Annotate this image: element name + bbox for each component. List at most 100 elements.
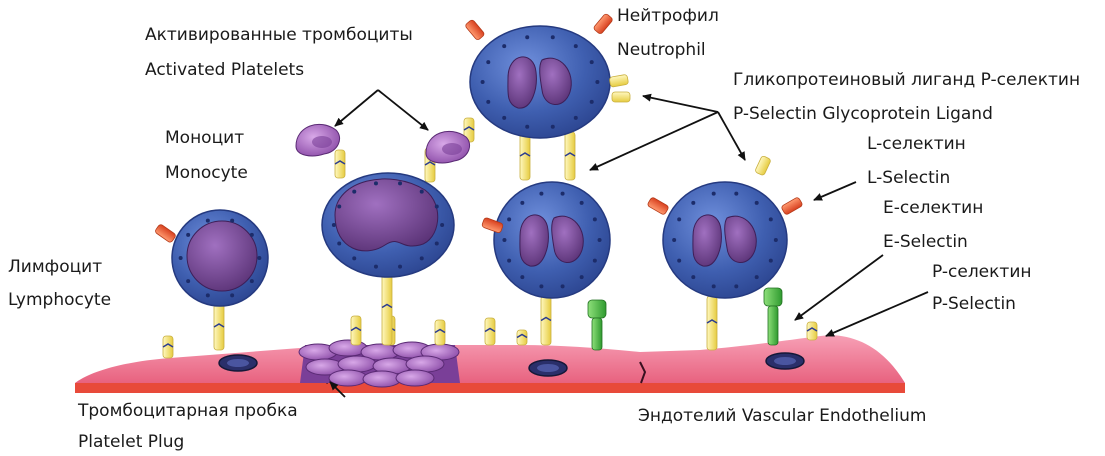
granule [769, 217, 773, 221]
granule [250, 279, 254, 283]
arrow-psgl-middle [590, 112, 718, 170]
granule [230, 293, 234, 297]
selectin-stalk-body [163, 336, 173, 358]
psgl-ligand-body [609, 74, 628, 87]
granule [755, 201, 759, 205]
label-endothelium: Эндотелий Vascular Endothelium [638, 406, 927, 426]
granule [590, 60, 594, 64]
label-l-selectin-en: L-Selectin [867, 168, 950, 188]
platelet-core [312, 136, 332, 148]
granule [332, 223, 336, 227]
granule [551, 35, 555, 39]
granule [561, 284, 565, 288]
label-monocyte-en: Monocyte [165, 163, 248, 183]
granule [374, 265, 378, 269]
psgl-ligand-body [755, 155, 772, 176]
platelet-bond [335, 150, 345, 178]
selectin-stalk-body [807, 322, 817, 340]
granule [420, 256, 424, 260]
l-selectin-body [781, 197, 803, 216]
granule [507, 217, 511, 221]
psgl-bond [520, 132, 530, 180]
granule [486, 100, 490, 104]
granule [486, 60, 490, 64]
granule [691, 201, 695, 205]
l-selectin [593, 13, 614, 35]
arrow-e-selectin [795, 255, 883, 320]
l-selectin-body [647, 197, 669, 216]
psgl-bond [565, 132, 575, 180]
granule [520, 201, 524, 205]
p-selectin [807, 322, 817, 340]
psgl-ligand-body [612, 92, 630, 102]
granule [502, 238, 506, 242]
label-platelet-plug-ru: Тромбоцитарная пробка [78, 401, 298, 421]
granule [186, 279, 190, 283]
granule [481, 80, 485, 84]
granule [206, 219, 210, 223]
granule [520, 275, 524, 279]
granule [769, 259, 773, 263]
monocyte-nucleus [335, 179, 438, 251]
psgl-ligand [755, 155, 772, 176]
e-selectin-stalk [768, 306, 778, 345]
e-selectin-head [588, 300, 606, 318]
activated-platelet-right [426, 131, 470, 163]
plug-platelet [329, 370, 367, 386]
selectin-stalk-body [520, 132, 530, 180]
selectin-stalk-body [214, 304, 224, 350]
plug-platelet [363, 371, 401, 387]
label-monocyte-ru: Моноцит [165, 128, 244, 148]
granule [435, 204, 439, 208]
psgl-ligand [609, 74, 628, 87]
label-neutrophil-en: Neutrophil [617, 40, 706, 60]
granule [435, 242, 439, 246]
granule [502, 44, 506, 48]
endothelium-base-line [75, 383, 905, 393]
granule [206, 293, 210, 297]
label-e-selectin-ru: E-селектин [883, 198, 983, 218]
neutrophil-middle [481, 182, 610, 298]
p-selectin [485, 318, 495, 345]
plug-platelet [396, 370, 434, 386]
neutrophil-top-membrane [470, 26, 610, 138]
granule [672, 238, 676, 242]
granule [561, 192, 565, 196]
granule [755, 275, 759, 279]
granule [595, 80, 599, 84]
selectin-stalk-body [707, 296, 717, 350]
granule [580, 275, 584, 279]
leukocyte-bond [707, 296, 717, 350]
e-selectin [588, 300, 606, 350]
granule [574, 44, 578, 48]
granule [398, 265, 402, 269]
label-activated-platelets-ru: Активированные тромбоциты [145, 25, 413, 45]
label-activated-platelets-en: Activated Platelets [145, 60, 304, 80]
l-selectin-body [593, 13, 614, 35]
granule [250, 233, 254, 237]
granule [525, 35, 529, 39]
monocyte [322, 173, 454, 277]
plug-platelet [406, 356, 444, 372]
arrow-to-platelet-right [378, 90, 428, 130]
granule [507, 259, 511, 263]
granule [677, 259, 681, 263]
p-selectin [517, 330, 527, 345]
granule [420, 190, 424, 194]
granule [186, 233, 190, 237]
granule [590, 100, 594, 104]
granule [539, 284, 543, 288]
label-psgl-ru: Гликопротеиновый лиганд P-селектин [733, 70, 1080, 90]
granule [774, 238, 778, 242]
endothelial-nucleolus [774, 357, 796, 365]
granule [352, 256, 356, 260]
arrow-to-platelet-left [335, 90, 378, 126]
granule [580, 201, 584, 205]
granule [734, 192, 738, 196]
lymphocyte-nucleus [187, 221, 257, 291]
granule [337, 204, 341, 208]
granule [352, 190, 356, 194]
neutrophil-right-membrane [663, 182, 787, 298]
granule [734, 284, 738, 288]
selectin-stalk-body [335, 150, 345, 178]
